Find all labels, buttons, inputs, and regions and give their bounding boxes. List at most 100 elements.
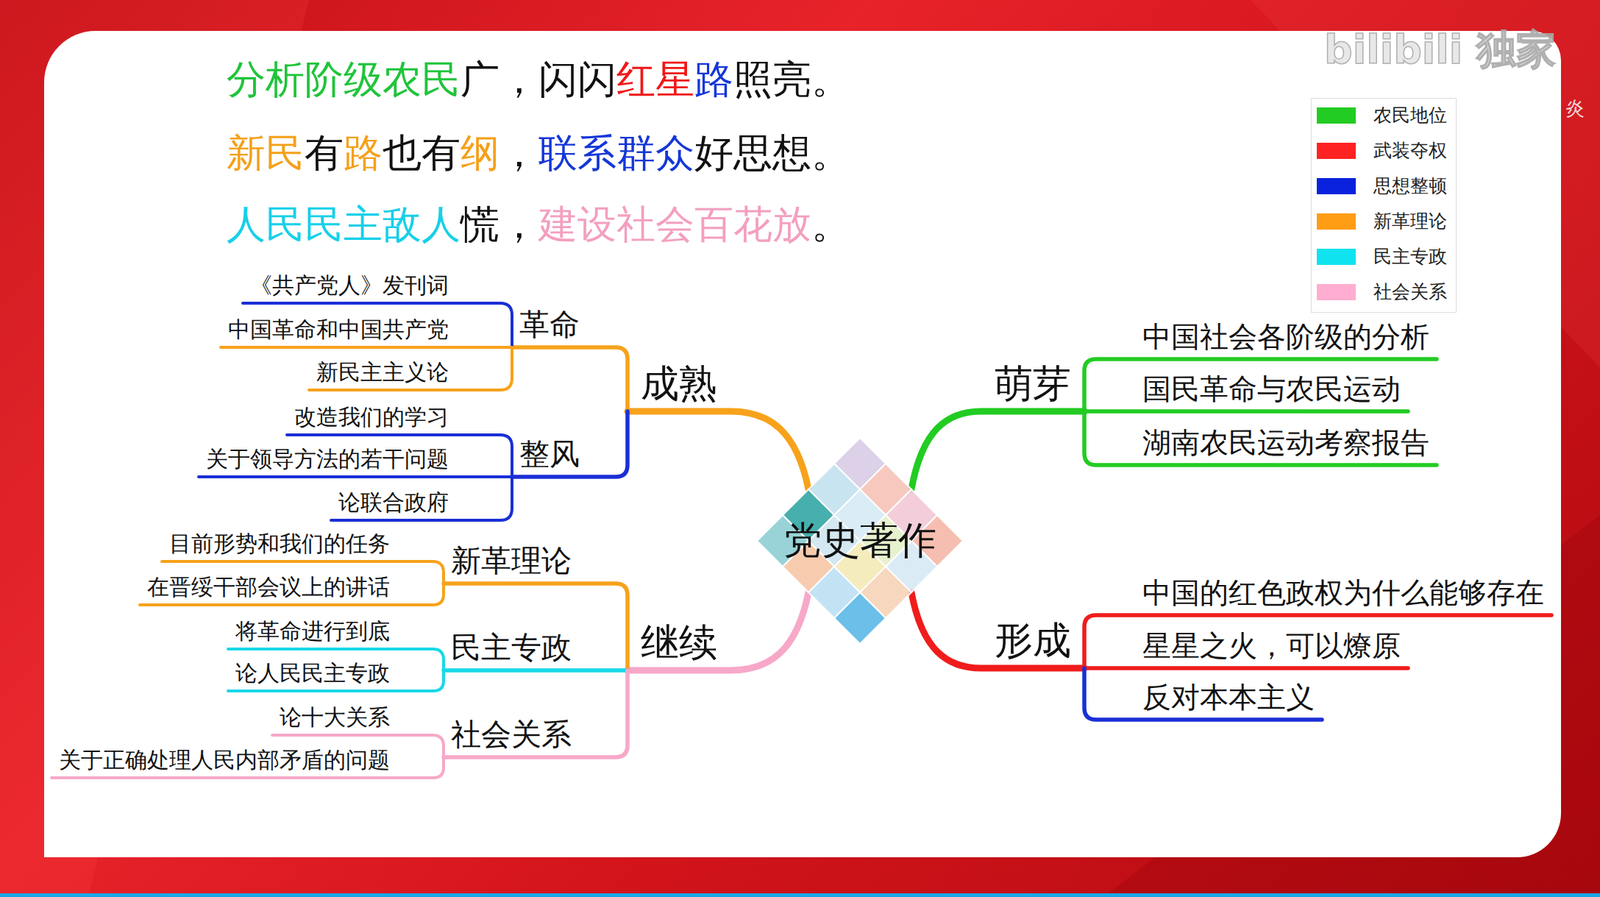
main-branch: 继续 <box>627 619 731 671</box>
sub-branch: 革命 <box>512 306 588 348</box>
text-run: 路 <box>694 56 734 102</box>
text-run: 星 <box>655 56 695 102</box>
branch-line <box>911 411 1085 490</box>
topic-text: 在晋绥干部会议上的讲话 <box>147 574 390 601</box>
text-run: 主 <box>343 201 383 247</box>
topic-text: 社会关系 <box>450 717 572 752</box>
text-run: 路 <box>343 130 383 176</box>
text-run: 建 <box>538 201 578 247</box>
legend-swatch <box>1316 178 1356 195</box>
sub-branch: 反对本本主义 <box>1135 679 1322 720</box>
branch-line <box>1084 614 1552 668</box>
topic-text: 关于领导方法的若干问题 <box>205 446 449 473</box>
branch-line <box>911 592 1085 668</box>
watermark: bilibili 独家 <box>1324 26 1556 75</box>
legend-swatch <box>1316 283 1356 301</box>
topic-text: 萌芽 <box>994 361 1072 407</box>
mosaic-tile <box>834 592 886 644</box>
topic-text: 国民革命与农民运动 <box>1142 372 1401 407</box>
text-run: 红 <box>616 56 656 102</box>
leaf-topic: 论十大关系 <box>272 703 398 736</box>
text-run: 也 <box>382 130 422 176</box>
branch-line <box>1084 667 1322 720</box>
sub-branch: 整风 <box>512 435 588 477</box>
branch-line <box>1084 411 1437 465</box>
topic-text: 中国革命和中国共产党 <box>228 317 449 343</box>
text-run: 闪 <box>577 56 617 102</box>
branch-line <box>198 475 512 479</box>
text-run: ， <box>499 56 539 102</box>
legend-text: 民主专政 <box>1373 244 1447 270</box>
text-run: 百 <box>694 201 734 247</box>
leaf-topic: 中国革命和中国共产党 <box>220 315 457 348</box>
text-run: 民 <box>265 130 305 176</box>
branch-line <box>627 592 809 671</box>
text-run: 人 <box>421 201 461 247</box>
mnemonic-line: 新民有路也有纲，联系群众好思想。 <box>226 129 851 177</box>
text-run: 思 <box>733 130 773 176</box>
text-run: 级 <box>343 56 383 102</box>
main-branch: 萌芽 <box>981 360 1085 412</box>
topic-text: 继续 <box>640 620 718 666</box>
legend-row: 社会关系 <box>1311 279 1456 305</box>
text-run: 想 <box>772 130 812 176</box>
text-run: 敌 <box>382 201 422 247</box>
topic-text: 论人民民主专政 <box>235 660 390 687</box>
text-run: 放 <box>772 201 812 247</box>
text-run: 有 <box>421 130 461 176</box>
topic-text: 整风 <box>519 436 580 472</box>
text-run: 农 <box>382 56 422 102</box>
text-run: 民 <box>265 201 305 247</box>
branch-line <box>1084 358 1437 412</box>
text-run: 分 <box>226 56 266 102</box>
legend-row: 思想整顿 <box>1311 173 1456 199</box>
sub-branch: 湖南农民运动考察报告 <box>1135 425 1437 465</box>
legend-text: 武装夺权 <box>1373 138 1447 164</box>
text-run: 社 <box>616 201 656 247</box>
topic-text: 《共产党人》发刊词 <box>250 272 449 299</box>
text-run: 纲 <box>460 130 500 176</box>
topic-text: 中国的红色政权为什么能够存在 <box>1142 576 1545 610</box>
topic-text: 反对本本主义 <box>1142 681 1315 715</box>
text-run: 亮 <box>772 56 812 102</box>
leaf-topic: 《共产党人》发刊词 <box>242 271 457 304</box>
text-run: 民 <box>304 201 344 247</box>
legend-row: 武装夺权 <box>1311 138 1456 164</box>
text-run: 慌 <box>460 201 500 247</box>
leaf-topic: 关于正确处理人民内部矛盾的问题 <box>51 745 398 779</box>
branch-line <box>443 670 628 757</box>
branch-line <box>512 347 628 412</box>
topic-text: 形成 <box>994 618 1072 663</box>
text-run: 群 <box>616 130 656 176</box>
text-run: 闪 <box>538 56 578 102</box>
central-topic: 党史著作 <box>756 437 963 644</box>
topic-text: 改造我们的学习 <box>294 404 449 431</box>
leaf-topic: 论人民民主专政 <box>228 659 398 692</box>
text-run: 会 <box>655 201 695 247</box>
topic-text: 中国社会各阶级的分析 <box>1142 320 1430 354</box>
branch-line <box>443 583 628 671</box>
branch-line <box>443 667 628 673</box>
topic-text: 成熟 <box>640 361 718 407</box>
text-run: 好 <box>694 130 734 176</box>
text-run: 。 <box>811 201 851 247</box>
sub-branch: 社会关系 <box>443 715 579 757</box>
topic-text: 新民主主义论 <box>316 359 449 386</box>
sub-branch: 新革理论 <box>443 542 579 584</box>
leaf-topic: 将革命进行到底 <box>228 617 398 650</box>
text-run: 新 <box>226 130 266 176</box>
sub-branch: 中国的红色政权为什么能够存在 <box>1135 575 1552 615</box>
topic-text: 民主专政 <box>450 630 572 666</box>
text-run: 有 <box>304 130 344 176</box>
topic-text: 目前形势和我们的任务 <box>169 531 390 557</box>
topic-text: 将革命进行到底 <box>235 618 390 645</box>
topic-text: 革命 <box>519 307 580 343</box>
sub-branch: 中国社会各阶级的分析 <box>1135 319 1437 359</box>
branch-line <box>512 411 628 477</box>
mosaic-group <box>756 437 963 644</box>
topic-text: 星星之火，可以燎原 <box>1142 629 1401 663</box>
topic-text: 党史著作 <box>783 518 937 563</box>
legend-row: 农民地位 <box>1311 102 1456 128</box>
text-run: 析 <box>265 56 305 102</box>
